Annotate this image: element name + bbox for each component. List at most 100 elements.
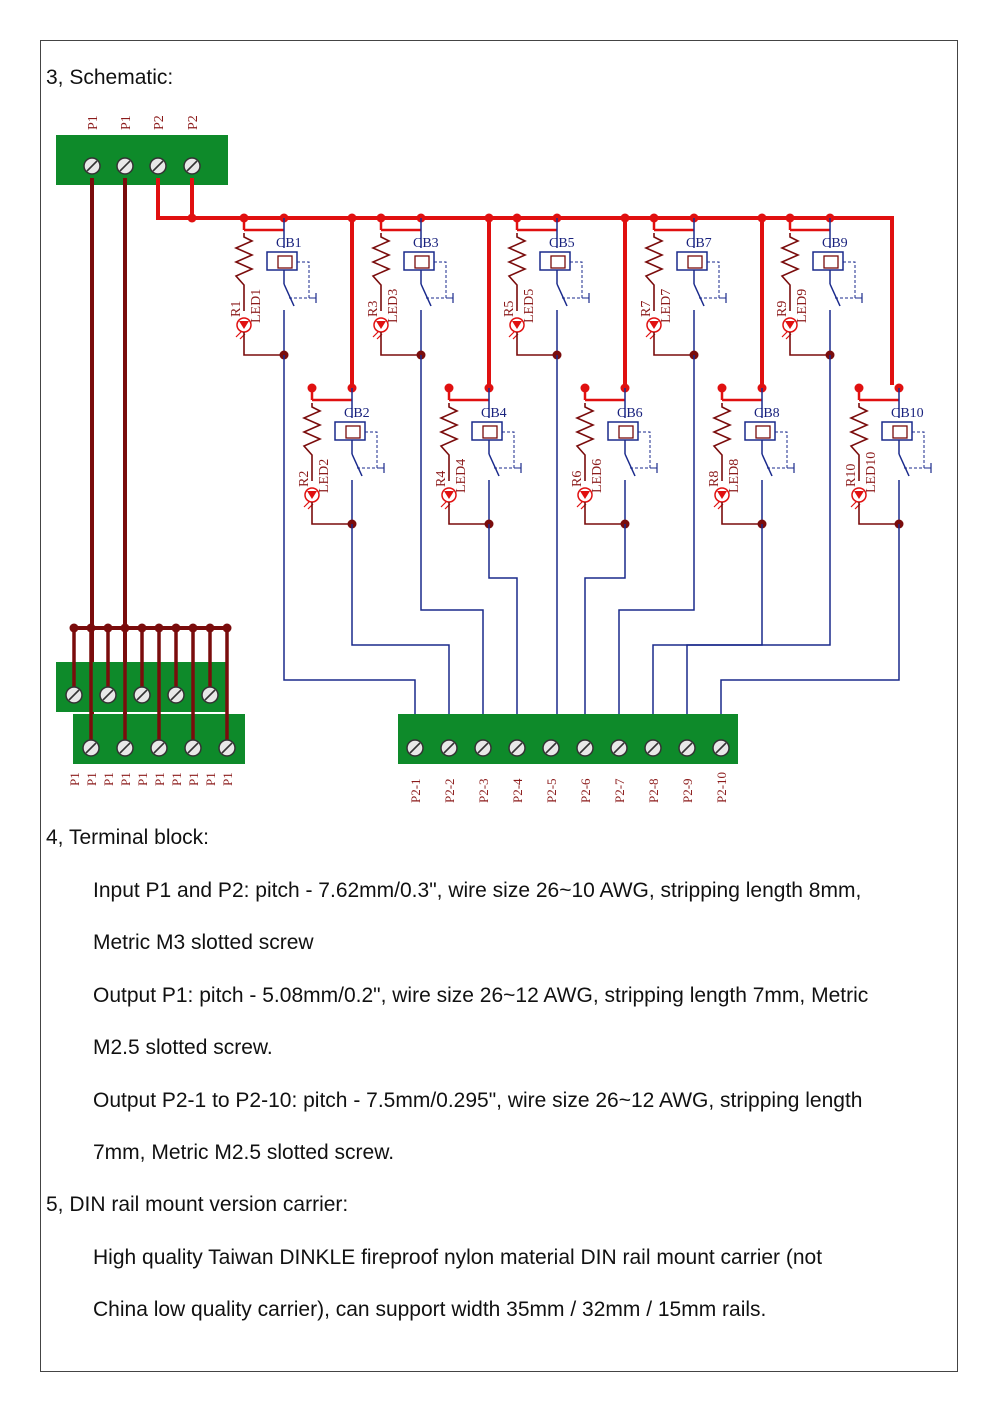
breaker-mechanism — [638, 431, 657, 469]
screw-slot — [204, 689, 216, 701]
channel-wire — [653, 345, 694, 356]
junction-dot — [785, 213, 795, 223]
screw-slot — [136, 689, 148, 701]
resistor-symbol — [439, 403, 459, 481]
output-p1-label: P1 — [67, 772, 82, 786]
breaker-label: CB8 — [754, 406, 780, 421]
junction-dot — [757, 213, 767, 223]
breaker-coil-inner — [277, 255, 293, 269]
led-ray — [303, 501, 310, 508]
output-route-wire — [283, 355, 416, 714]
screw-slot — [477, 742, 489, 754]
output-p1-label: P1 — [203, 772, 218, 786]
resistor-label: R3 — [366, 301, 381, 317]
junction-dot — [120, 623, 130, 633]
led-symbol — [444, 491, 454, 499]
breaker-coil — [676, 251, 708, 271]
breaker-mechanism — [912, 431, 931, 469]
junction-dot — [512, 213, 522, 223]
resistor-symbol — [234, 233, 254, 311]
breaker-coil — [607, 421, 639, 441]
junction-dot — [222, 623, 232, 633]
led-ray — [235, 331, 242, 338]
screw-slot — [715, 742, 727, 754]
breaker-switch — [898, 453, 910, 477]
resistor-symbol — [302, 403, 322, 481]
screw-slot — [170, 689, 182, 701]
led-label: LED4 — [454, 459, 469, 493]
breaker-mechanism — [570, 261, 589, 299]
breaker-coil-inner — [550, 255, 566, 269]
resistor-label: R6 — [570, 471, 585, 487]
output-p2-label: P2-1 — [408, 778, 423, 803]
output-p1-label: P1 — [152, 772, 167, 786]
input-terminal-label: P1 — [119, 115, 134, 130]
breaker-label: CB10 — [891, 406, 924, 421]
junction-dot — [347, 213, 357, 223]
output-p1-label: P1 — [169, 772, 184, 786]
screw-slot — [579, 742, 591, 754]
channel-wire — [858, 515, 899, 525]
breaker-coil — [403, 251, 435, 271]
output-p1-label: P1 — [135, 772, 150, 786]
output-route-wire — [351, 524, 450, 714]
breaker-coil — [266, 251, 298, 271]
led-ray — [508, 331, 515, 338]
resistor-label: R2 — [297, 471, 312, 487]
input-terminal-label: P2 — [186, 115, 201, 130]
output-p2-label: P2-5 — [544, 778, 559, 803]
output-p1-label: P1 — [220, 772, 235, 786]
screw-slot — [647, 742, 659, 754]
led-ray — [440, 501, 447, 508]
output-p2-label: P2-6 — [578, 778, 593, 803]
breaker-coil — [539, 251, 571, 271]
junction-dot — [188, 623, 198, 633]
output-route-wire — [584, 524, 626, 714]
junction-dot — [620, 213, 630, 223]
resistor-label: R10 — [844, 464, 859, 487]
resistor-symbol — [644, 233, 664, 311]
junction-dot — [376, 213, 386, 223]
breaker-coil-inner — [755, 425, 771, 439]
led-label: LED5 — [522, 289, 537, 323]
output-route-wire — [618, 355, 695, 714]
junction-dot — [854, 383, 864, 393]
led-symbol — [785, 321, 795, 329]
breaker-coil — [471, 421, 503, 441]
terminal-line: Output P1: pitch - 5.08mm/0.2", wire siz… — [93, 984, 869, 1007]
din-heading: 5, DIN rail mount version carrier: — [46, 1193, 349, 1216]
terminal-heading: 4, Terminal block: — [46, 826, 210, 849]
junction-dot — [187, 213, 197, 223]
output-route-wire — [420, 355, 484, 714]
junction-dot — [444, 383, 454, 393]
channel-wire — [584, 515, 625, 525]
screw-slot — [681, 742, 693, 754]
output-p2-label: P2-10 — [714, 772, 729, 803]
terminal-line: 7mm, Metric M2.5 slotted screw. — [93, 1141, 395, 1164]
resistor-label: R8 — [707, 471, 722, 487]
led-label: LED9 — [795, 289, 810, 323]
breaker-label: CB2 — [344, 406, 370, 421]
breaker-switch — [488, 453, 500, 477]
screw-slot — [187, 742, 199, 754]
screw-slot — [153, 742, 165, 754]
breaker-mechanism — [365, 431, 384, 469]
led-label: LED8 — [727, 459, 742, 493]
breaker-coil-inner — [823, 255, 839, 269]
breaker-switch — [761, 453, 773, 477]
led-label: LED7 — [659, 289, 674, 323]
resistor-symbol — [371, 233, 391, 311]
schematic-heading: 3, Schematic: — [46, 66, 174, 89]
breaker-switch — [693, 283, 705, 307]
breaker-switch — [829, 283, 841, 307]
din-line: High quality Taiwan DINKLE fireproof nyl… — [93, 1246, 823, 1269]
terminal-line: Output P2-1 to P2-10: pitch - 7.5mm/0.29… — [93, 1089, 863, 1112]
screw-slot — [119, 742, 131, 754]
output-p2-terminal-block — [398, 714, 738, 764]
resistor-label: R5 — [502, 301, 517, 317]
document-page — [40, 40, 958, 1372]
junction-dot — [86, 623, 96, 633]
resistor-symbol — [507, 233, 527, 311]
breaker-mechanism — [434, 261, 453, 299]
resistor-label: R4 — [434, 471, 449, 487]
